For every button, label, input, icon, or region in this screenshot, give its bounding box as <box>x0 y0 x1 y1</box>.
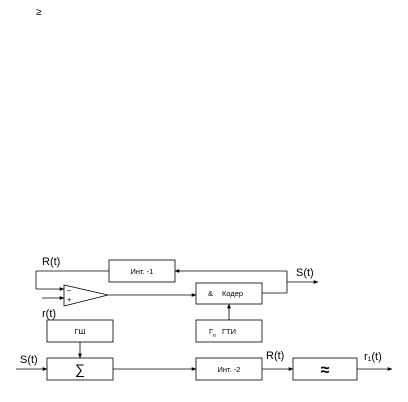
label-s-top: S(t) <box>296 267 314 279</box>
pulse-generator-label: ГТИ <box>222 327 236 336</box>
integrator-1-label: Инт. -1 <box>131 267 154 276</box>
stray-symbol: ≥ <box>36 7 42 18</box>
sum-symbol: ∑ <box>75 361 85 377</box>
comparator-plus: + <box>67 295 72 304</box>
label-r1-output: r₁(t) <box>364 351 382 363</box>
filter-symbol: ≈ <box>321 362 330 379</box>
integrator-2-label: Инт. -2 <box>218 365 241 374</box>
label-r-top: R(t) <box>42 256 60 268</box>
comparator-minus: – <box>67 285 72 294</box>
pulse-generator-g: Г <box>209 327 213 336</box>
noise-generator-label: ГШ <box>75 327 86 336</box>
label-r-mid: R(t) <box>266 350 284 362</box>
label-r-input: r(t) <box>42 308 56 320</box>
label-s-input: S(t) <box>20 354 38 366</box>
comparator <box>63 284 109 307</box>
pulse-generator-sub: п <box>213 333 216 339</box>
coder-amp: & <box>208 289 213 298</box>
coder-label: Кодер <box>222 289 243 298</box>
